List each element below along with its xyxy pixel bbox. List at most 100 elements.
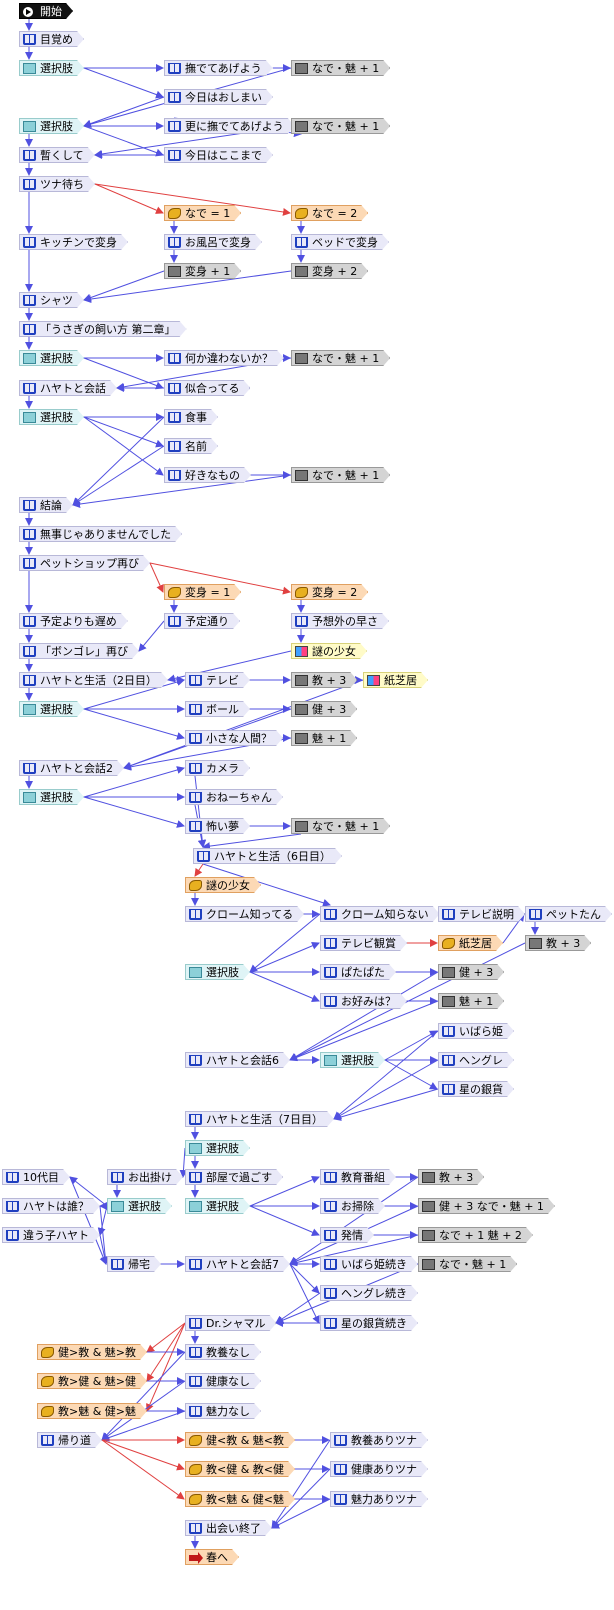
scene-node[interactable]: 「ボンゴレ」再び <box>19 643 139 659</box>
calc-node[interactable]: 変身 + 1 <box>164 263 241 279</box>
calc-node[interactable]: なで・魅 + 1 <box>291 118 390 134</box>
scene-node[interactable]: ハヤトと生活（2日目） <box>19 672 168 688</box>
scene-node[interactable]: 食事 <box>164 409 218 425</box>
condition-node[interactable]: なで = 1 <box>164 205 241 221</box>
scene-node[interactable]: 出会い終了 <box>185 1520 272 1536</box>
scene-node[interactable]: 「うさぎの飼い方 第二章」 <box>19 321 187 337</box>
scene-node[interactable]: 部屋で過ごす <box>185 1169 283 1185</box>
scene-node[interactable]: ペットたん <box>525 906 612 922</box>
calc-node[interactable]: なで・魅 + 1 <box>418 1256 517 1272</box>
scene-node[interactable]: 更に撫でてあげよう <box>164 118 295 134</box>
condition-node[interactable]: 健>教 & 魅>教 <box>37 1344 147 1360</box>
scene-node[interactable]: テレビ説明 <box>438 906 525 922</box>
condition-node[interactable]: 教<魅 & 健<魅 <box>185 1491 295 1507</box>
calc-node[interactable]: なで・魅 + 1 <box>291 818 390 834</box>
scene-node[interactable]: 今日はここまで <box>164 147 273 163</box>
scene-node[interactable]: 怖い夢 <box>185 818 250 834</box>
choice-node[interactable]: 選択肢 <box>19 701 84 717</box>
calc-node[interactable]: 教 + 3 <box>418 1169 484 1185</box>
calc-node[interactable]: なで + 1 魅 + 2 <box>418 1227 533 1243</box>
scene-node[interactable]: 結論 <box>19 497 73 513</box>
event-node[interactable]: 紙芝居 <box>363 672 428 688</box>
scene-node[interactable]: ぱたぱた <box>320 964 396 980</box>
condition-node[interactable]: 教<健 & 教<健 <box>185 1461 295 1477</box>
calc-node[interactable]: なで・魅 + 1 <box>291 60 390 76</box>
scene-node[interactable]: お掃除 <box>320 1198 385 1214</box>
scene-node[interactable]: 星の銀貨続き <box>320 1315 418 1331</box>
choice-node[interactable]: 選択肢 <box>19 118 84 134</box>
scene-node[interactable]: 帰宅 <box>107 1256 161 1272</box>
scene-node[interactable]: 無事じゃありませんでした <box>19 526 182 542</box>
scene-node[interactable]: 予定通り <box>164 613 240 629</box>
scene-node[interactable]: 発情 <box>320 1227 374 1243</box>
scene-node[interactable]: ハヤトと生活（6日目） <box>193 848 342 864</box>
scene-node[interactable]: テレビ観賞 <box>320 935 407 951</box>
choice-node[interactable]: 選択肢 <box>19 350 84 366</box>
start-node[interactable]: 開始 <box>19 3 73 19</box>
scene-node[interactable]: Dr.シャマル <box>185 1315 276 1331</box>
condition-node[interactable]: 変身 = 1 <box>164 584 241 600</box>
scene-node[interactable]: ハヤトと生活（7日目） <box>185 1111 334 1127</box>
calc-node[interactable]: 魅 + 1 <box>291 730 357 746</box>
calc-node[interactable]: 健 + 3 <box>438 964 504 980</box>
end-node[interactable]: 春へ <box>185 1549 239 1565</box>
scene-node[interactable]: ベッドで変身 <box>291 234 389 250</box>
scene-node[interactable]: 教育番組 <box>320 1169 396 1185</box>
scene-node[interactable]: ボール <box>185 701 250 717</box>
calc-node[interactable]: 魅 + 1 <box>438 993 504 1009</box>
scene-node[interactable]: 魅力なし <box>185 1403 261 1419</box>
scene-node[interactable]: ペットショップ再び <box>19 555 150 571</box>
scene-node[interactable]: 予定よりも遅め <box>19 613 128 629</box>
calc-node[interactable]: 教 + 3 <box>291 672 357 688</box>
scene-node[interactable]: 撫でてあげよう <box>164 60 273 76</box>
scene-node[interactable]: 魅力ありツナ <box>330 1491 428 1507</box>
scene-node[interactable]: 10代目 <box>2 1169 70 1185</box>
scene-node[interactable]: 予想外の早さ <box>291 613 389 629</box>
scene-node[interactable]: いばら姫 <box>438 1023 514 1039</box>
scene-node[interactable]: 星の銀貨 <box>438 1081 514 1097</box>
scene-node[interactable]: 暫くして <box>19 147 95 163</box>
scene-node[interactable]: 健康なし <box>185 1373 261 1389</box>
calc-node[interactable]: なで・魅 + 1 <box>291 350 390 366</box>
calc-node[interactable]: 健 + 3 なで・魅 + 1 <box>418 1198 555 1214</box>
calc-node[interactable]: 変身 + 2 <box>291 263 368 279</box>
scene-node[interactable]: 教養なし <box>185 1344 261 1360</box>
condition-node[interactable]: 教>健 & 魅>健 <box>37 1373 147 1389</box>
scene-node[interactable]: 似合ってる <box>164 380 250 396</box>
scene-node[interactable]: 健康ありツナ <box>330 1461 428 1477</box>
scene-node[interactable]: ツナ待ち <box>19 176 95 192</box>
scene-node[interactable]: 違う子ハヤト <box>2 1227 100 1243</box>
choice-node[interactable]: 選択肢 <box>185 964 250 980</box>
scene-node[interactable]: 帰り道 <box>37 1432 102 1448</box>
scene-node[interactable]: お好みは？ <box>320 993 407 1009</box>
scene-node[interactable]: ハヤトと会話7 <box>185 1256 290 1272</box>
scene-node[interactable]: ハヤトと会話2 <box>19 760 124 776</box>
scene-node[interactable]: 今日はおしまい <box>164 89 273 105</box>
condition-node[interactable]: なで = 2 <box>291 205 368 221</box>
choice-node[interactable]: 選択肢 <box>19 789 84 805</box>
scene-node[interactable]: 目覚め <box>19 31 84 47</box>
choice-node[interactable]: 選択肢 <box>19 409 84 425</box>
scene-node[interactable]: ハヤトと会話 <box>19 380 117 396</box>
scene-node[interactable]: キッチンで変身 <box>19 234 128 250</box>
event-node[interactable]: 謎の少女 <box>291 643 367 659</box>
condition-node[interactable]: 健<教 & 魅<教 <box>185 1432 295 1448</box>
scene-node[interactable]: ハヤトは誰？ <box>2 1198 100 1214</box>
calc-node[interactable]: なで・魅 + 1 <box>291 467 390 483</box>
choice-node[interactable]: 選択肢 <box>19 60 84 76</box>
condition-node[interactable]: 紙芝居 <box>438 935 503 951</box>
scene-node[interactable]: 何か違わないか？ <box>164 350 284 366</box>
scene-node[interactable]: お風呂で変身 <box>164 234 262 250</box>
scene-node[interactable]: 名前 <box>164 438 218 454</box>
scene-node[interactable]: カメラ <box>185 760 250 776</box>
scene-node[interactable]: ヘングレ <box>438 1052 514 1068</box>
scene-node[interactable]: お出掛け <box>107 1169 183 1185</box>
choice-node[interactable]: 選択肢 <box>185 1198 250 1214</box>
choice-node[interactable]: 選択肢 <box>185 1140 250 1156</box>
scene-node[interactable]: 小さな人間？ <box>185 730 283 746</box>
scene-node[interactable]: クローム知らない <box>320 906 440 922</box>
scene-node[interactable]: シャツ <box>19 292 84 308</box>
calc-node[interactable]: 教 + 3 <box>525 935 591 951</box>
scene-node[interactable]: テレビ <box>185 672 250 688</box>
scene-node[interactable]: ヘングレ続き <box>320 1285 418 1301</box>
